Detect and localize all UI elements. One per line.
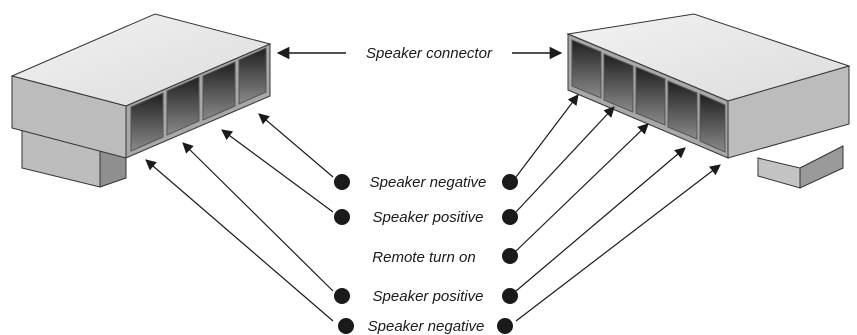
label-speaker-positive-top: Speaker positive [373, 209, 484, 226]
dot-right-speaker-positive-bottom [502, 288, 518, 304]
left-slot-4 [238, 47, 267, 105]
dot-right-speaker-positive-top [502, 209, 518, 225]
right-arrow-speaker-positive-top [515, 106, 615, 213]
right-pin-arrows [515, 94, 721, 322]
right-arrow-speaker-negative-top [515, 94, 579, 178]
label-speaker-negative-top: Speaker negative [370, 174, 487, 191]
left-speaker-connector [10, 13, 272, 188]
label-speaker-positive-bottom: Speaker positive [373, 288, 484, 305]
speaker-connector-callout: Speaker connector [276, 45, 563, 62]
dot-right-remote-turn-on [502, 248, 518, 264]
left-slot-3 [202, 61, 236, 121]
right-arrow-remote-turn-on [515, 123, 649, 252]
left-arrow-speaker-negative-top [258, 113, 334, 178]
dot-left-speaker-negative-top [334, 174, 350, 190]
speaker-connector-label: Speaker connector [366, 45, 493, 62]
left-pin-arrows [145, 113, 334, 322]
right-lower-block-front [757, 157, 801, 189]
right-slot-3 [635, 66, 666, 126]
label-speaker-negative-bottom: Speaker negative [368, 318, 485, 335]
dot-right-speaker-negative-top [502, 174, 518, 190]
right-connector-slots [571, 39, 726, 153]
right-slot-5 [699, 93, 726, 153]
right-slot-1 [571, 39, 602, 99]
left-arrow-speaker-positive-bottom [182, 142, 334, 292]
left-slot-1 [130, 92, 164, 152]
left-arrow-speaker-negative-bottom [145, 159, 334, 322]
dot-right-speaker-negative-bottom [497, 318, 513, 334]
right-lower-block-side [799, 145, 844, 189]
left-connector-slots [130, 47, 267, 152]
right-slot-4 [667, 80, 698, 140]
right-speaker-connector [566, 13, 851, 189]
dot-left-speaker-positive-top [334, 209, 350, 225]
dot-left-speaker-positive-bottom [334, 288, 350, 304]
label-remote-turn-on: Remote turn on [372, 249, 475, 266]
pin-labels: Speaker negative Speaker positive Remote… [334, 174, 518, 335]
left-slot-2 [166, 76, 200, 136]
dot-left-speaker-negative-bottom [338, 318, 354, 334]
right-slot-2 [603, 53, 634, 113]
right-arrow-speaker-negative-bottom [515, 164, 721, 322]
right-arrow-speaker-positive-bottom [515, 147, 686, 292]
left-arrow-speaker-positive-top [221, 129, 334, 213]
